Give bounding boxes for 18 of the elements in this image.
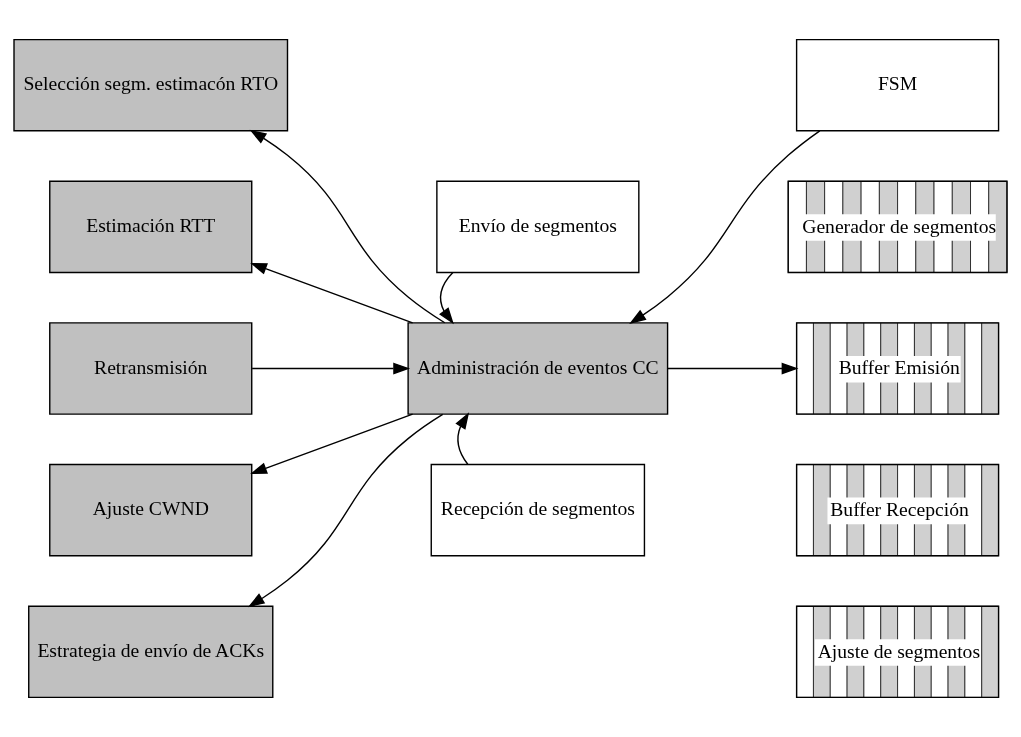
node-box: Selección segm. estimacón RTO	[13, 38, 289, 132]
node-box: Ajuste CWND	[49, 463, 253, 557]
node-box: Administración de eventos CC	[407, 322, 669, 415]
arrow	[250, 413, 414, 475]
arrow	[249, 129, 446, 324]
node-box: FSM	[795, 38, 1000, 132]
arrow	[666, 362, 799, 375]
arrow	[629, 130, 821, 324]
arrow	[455, 412, 470, 465]
node-box: Recepción de segmentos	[430, 463, 646, 557]
node-box: Retransmisión	[49, 322, 253, 415]
arrow	[251, 362, 411, 375]
arrow	[247, 413, 444, 608]
node-box: Envío de segmentos	[436, 180, 640, 274]
node-box: Estrategia de envío de ACKs	[28, 605, 274, 699]
arrow	[250, 262, 414, 324]
arrow	[439, 271, 454, 325]
node-box: Estimación RTT	[49, 180, 253, 274]
